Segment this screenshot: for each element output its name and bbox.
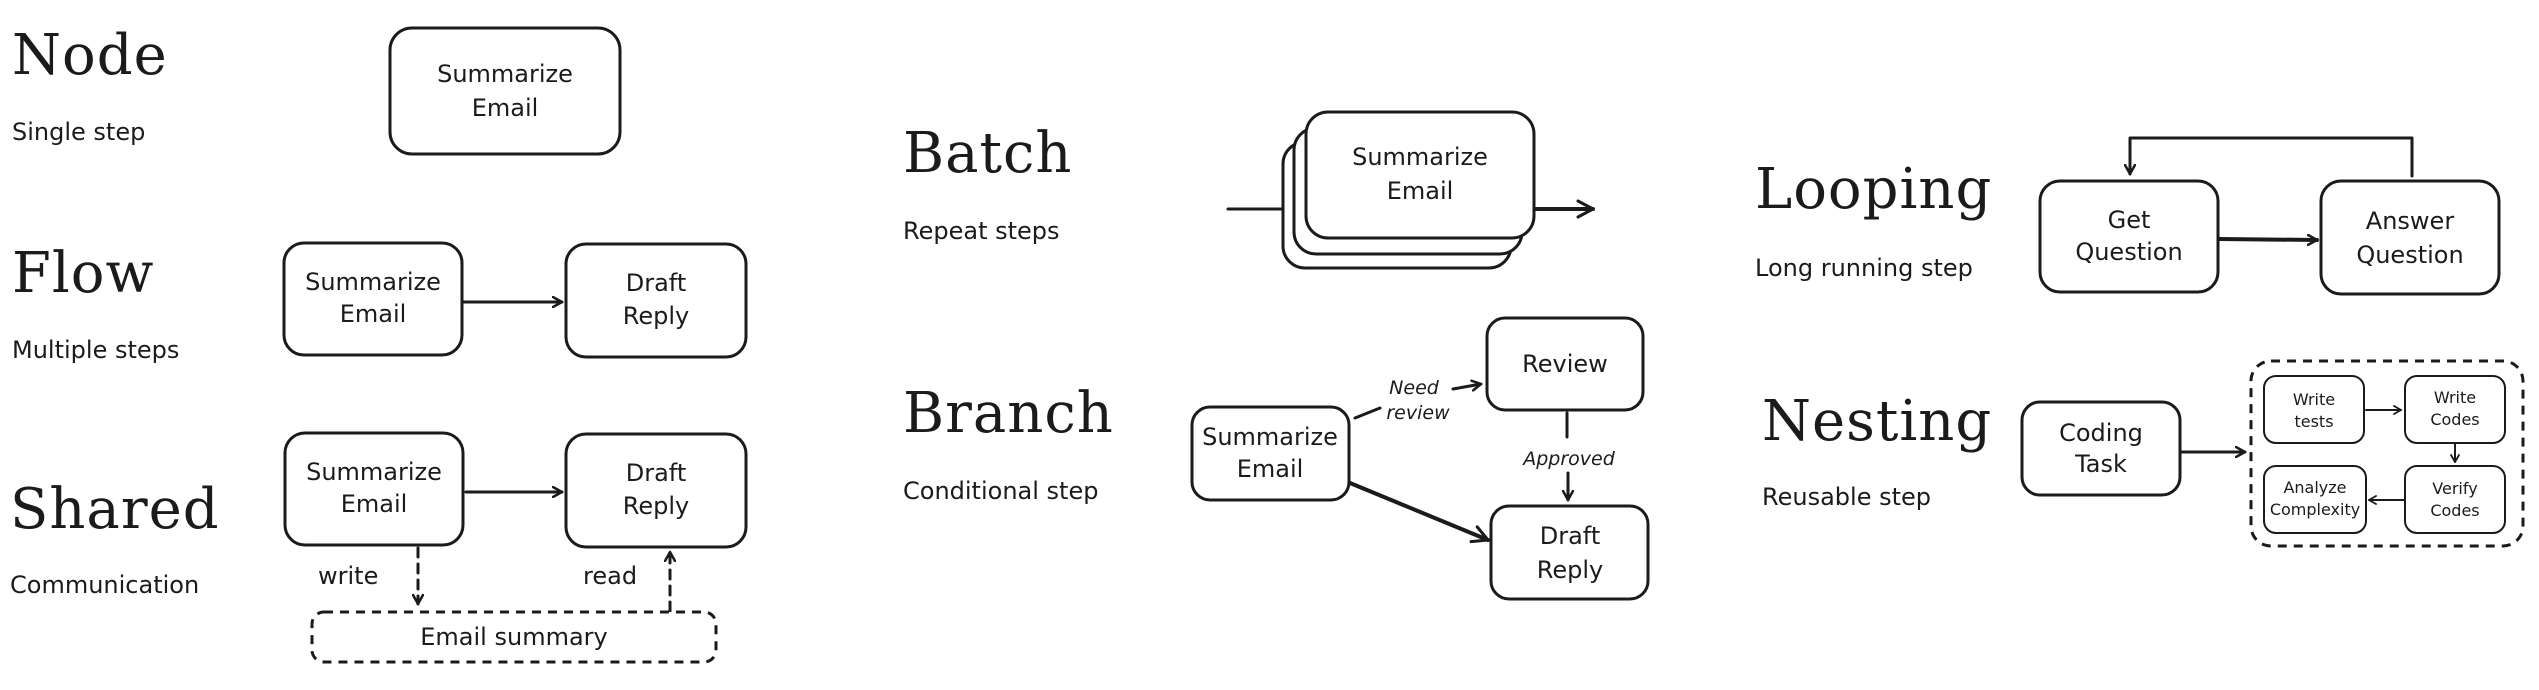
nesting-section: Nesting Reusable step Coding Task Write … xyxy=(1762,359,2525,548)
looping-forward-arrow xyxy=(2217,239,2319,240)
node-box-line-1: Summarize xyxy=(437,60,573,88)
nesting-analyze-line-2: Complexity xyxy=(2270,500,2360,519)
looping-answer-question-box: Answer Question xyxy=(2319,179,2501,296)
looping-section: Looping Long running step Get Question A… xyxy=(1755,136,2501,296)
nesting-write-tests-line-1: Write xyxy=(2293,390,2335,409)
branch-direct-arrow xyxy=(1348,481,1490,544)
looping-box1-line-2: Question xyxy=(2075,238,2182,266)
flow-draft-reply-box: Draft Reply xyxy=(564,242,748,359)
flow-summarize-email-box: Summarize Email xyxy=(282,241,464,357)
shared-store-label: Email summary xyxy=(420,623,607,651)
nesting-title: Nesting xyxy=(1762,389,1992,454)
looping-title: Looping xyxy=(1755,157,1992,222)
node-subtitle: Single step xyxy=(12,118,145,146)
branch-start-line-2: Email xyxy=(1237,455,1304,483)
nesting-write-tests-box: Write tests xyxy=(2263,375,2365,444)
branch-section: Branch Conditional step Summarize Email … xyxy=(903,316,1650,601)
batch-title: Batch xyxy=(903,121,1072,186)
branch-need-review-label-2: review xyxy=(1386,402,1450,424)
flow-box1-line-2: Email xyxy=(340,300,407,328)
batch-box-line-2: Email xyxy=(1387,177,1454,205)
shared-box1-line-2: Email xyxy=(341,490,408,518)
nesting-coding-task-box: Coding Task xyxy=(2020,400,2182,497)
flow-section: Flow Multiple steps Summarize Email Draf… xyxy=(12,241,748,364)
branch-summarize-email-box: Summarize Email xyxy=(1190,405,1351,502)
flow-subtitle: Multiple steps xyxy=(12,336,179,364)
shared-box1-line-1: Summarize xyxy=(306,458,442,486)
nesting-verify-codes-line-1: Verify xyxy=(2432,479,2477,498)
looping-back-arrow xyxy=(2130,136,2414,178)
looping-box2-line-1: Answer xyxy=(2366,207,2455,235)
shared-section: Shared Communication Summarize Email Dra… xyxy=(10,431,748,664)
node-title: Node xyxy=(12,23,168,88)
node-box-line-2: Email xyxy=(472,94,539,122)
branch-review-box: Review xyxy=(1485,316,1645,412)
branch-subtitle: Conditional step xyxy=(903,477,1098,505)
branch-approved-label: Approved xyxy=(1521,448,1615,470)
nesting-verify-codes-line-2: Codes xyxy=(2430,501,2479,520)
nesting-task-line-1: Coding xyxy=(2059,419,2143,447)
batch-subtitle: Repeat steps xyxy=(903,217,1060,245)
nesting-analyze-line-1: Analyze xyxy=(2283,478,2346,497)
branch-review-label: Review xyxy=(1522,350,1608,378)
looping-box1-line-1: Get xyxy=(2108,206,2151,234)
nesting-write-codes-line-2: Codes xyxy=(2430,410,2479,429)
node-summarize-email-box: Summarize Email xyxy=(388,26,622,156)
batch-stacked-boxes: Summarize Email xyxy=(1281,110,1536,270)
nesting-subtitle: Reusable step xyxy=(1762,483,1931,511)
shared-read-label: read xyxy=(583,562,637,590)
flow-box2-line-1: Draft xyxy=(626,269,687,297)
shared-title: Shared xyxy=(10,477,220,542)
branch-start-line-1: Summarize xyxy=(1202,423,1338,451)
flow-title: Flow xyxy=(12,241,154,306)
batch-box-line-1: Summarize xyxy=(1352,143,1488,171)
branch-need-review-arrow xyxy=(1451,384,1483,389)
shared-box2-line-1: Draft xyxy=(626,459,687,487)
shared-email-summary-store: Email summary xyxy=(310,610,718,664)
looping-box2-line-2: Question xyxy=(2356,241,2463,269)
shared-draft-reply-box: Draft Reply xyxy=(564,432,748,549)
looping-get-question-box: Get Question xyxy=(2038,179,2220,294)
shared-box2-line-2: Reply xyxy=(623,492,689,520)
shared-write-label: write xyxy=(318,562,378,590)
branch-draft-line-2: Reply xyxy=(1537,556,1603,584)
nesting-task-line-2: Task xyxy=(2074,450,2127,478)
batch-section: Batch Repeat steps Summarize Email xyxy=(903,110,1595,270)
shared-subtitle: Communication xyxy=(10,571,199,599)
nesting-verify-codes-box: Verify Codes xyxy=(2404,465,2506,534)
flow-box1-line-1: Summarize xyxy=(305,268,441,296)
branch-need-review-line xyxy=(1353,406,1382,420)
nesting-write-tests-line-2: tests xyxy=(2294,412,2333,431)
node-section: Node Single step Summarize Email xyxy=(12,23,622,156)
shared-summarize-email-box: Summarize Email xyxy=(283,431,465,547)
flow-box2-line-2: Reply xyxy=(623,302,689,330)
looping-subtitle: Long running step xyxy=(1755,254,1973,282)
branch-need-review-label-1: Need xyxy=(1389,377,1440,399)
nesting-write-codes-box: Write Codes xyxy=(2404,375,2506,444)
branch-title: Branch xyxy=(903,381,1114,446)
branch-draft-line-1: Draft xyxy=(1540,522,1601,550)
nesting-write-codes-line-1: Write xyxy=(2434,388,2476,407)
nesting-analyze-complexity-box: Analyze Complexity xyxy=(2263,465,2367,534)
branch-draft-reply-box: Draft Reply xyxy=(1489,504,1650,601)
